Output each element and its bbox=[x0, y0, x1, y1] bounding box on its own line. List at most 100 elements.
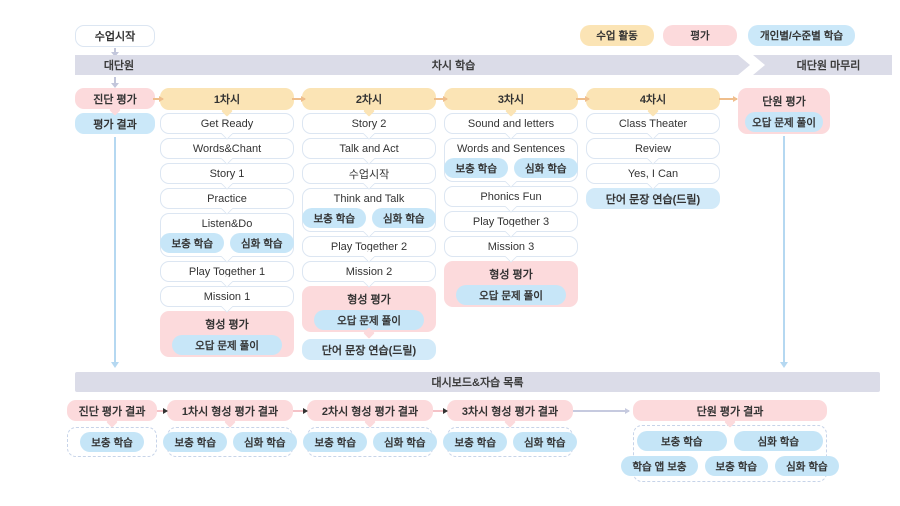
phase-unit-label: 대단원 bbox=[103, 60, 135, 72]
supplement-pill: 보충 학습 bbox=[163, 432, 227, 452]
diagnostic-assessment-node: 진단 평가 bbox=[75, 88, 155, 116]
step-label: 형성 평가 bbox=[347, 294, 391, 306]
session-2-column: Story 2 Talk and Act 수업시작 Think and Talk… bbox=[302, 113, 436, 360]
session-1-result-node: 1차시 형성 평가 결과 bbox=[167, 400, 293, 428]
flow-down-arrow bbox=[780, 136, 788, 368]
formative-assessment-node: 형성 평가 오답 문제 풀이 bbox=[160, 311, 294, 357]
supplement-pill: 보충 학습 bbox=[80, 432, 144, 452]
flow-step: Play Together 3 bbox=[444, 211, 578, 238]
step-label: Mission 3 bbox=[487, 240, 535, 253]
right-arrow-icon bbox=[573, 407, 630, 414]
right-arrow-icon bbox=[292, 95, 306, 102]
right-arrow-icon bbox=[434, 95, 448, 102]
step-label: Get Ready bbox=[200, 117, 254, 130]
session-1-column: Get Ready Words&Chant Story 1 Practice L… bbox=[160, 113, 294, 357]
legend-individual-label: 개인별/수준별 학습 bbox=[759, 30, 844, 42]
right-arrow-icon bbox=[153, 95, 164, 102]
flow-step: 수업시작 bbox=[302, 163, 436, 190]
legend-assessment-label: 평가 bbox=[690, 30, 710, 42]
flow-step: Yes, I Can bbox=[586, 163, 720, 190]
step-label: Mission 1 bbox=[203, 290, 251, 303]
step-label: Phonics Fun bbox=[480, 190, 542, 203]
phase-session-chevron: 차시 학습 bbox=[157, 55, 750, 75]
result-label: 1차시 형성 평가 결과 bbox=[181, 405, 279, 418]
session-3-result-node: 3차시 형성 평가 결과 bbox=[447, 400, 573, 428]
flow-step: Phonics Fun bbox=[444, 186, 578, 213]
flow-step: Mission 2 bbox=[302, 261, 436, 288]
dashboard-bar: 대시보드&자습 목록 bbox=[75, 372, 880, 392]
result-label: 2차시 형성 평가 결과 bbox=[321, 405, 419, 418]
session-4-header-label: 4차시 bbox=[639, 94, 667, 106]
drill-practice-node: 단어 문장 연습(드릴) bbox=[586, 188, 720, 209]
unit-assessment-node: 단원 평가 오답 문제 풀이 bbox=[738, 88, 830, 134]
step-label: 수업시작 bbox=[348, 168, 390, 181]
result-label: 단원 평가 결과 bbox=[696, 405, 764, 418]
step-label: Play Together 1 bbox=[188, 265, 266, 278]
phase-unit-wrapup-label: 대단원 마무리 bbox=[796, 60, 861, 72]
formative-assessment-node: 형성 평가 오답 문제 풀이 bbox=[302, 286, 436, 339]
step-label: Class Theater bbox=[618, 117, 688, 130]
level-pills: 보충 학습 심화 학습 bbox=[160, 233, 294, 253]
enrichment-pill: 심화 학습 bbox=[775, 456, 839, 476]
diagnostic-level-box: 보충 학습 bbox=[67, 427, 157, 457]
step-label: Play Together 3 bbox=[472, 215, 550, 228]
flow-step: Practice bbox=[160, 188, 294, 215]
level-pills: 보충 학습 심화 학습 bbox=[444, 158, 578, 178]
flow-step-with-levels: Words and Sentences 보충 학습 심화 학습 bbox=[444, 138, 578, 188]
legend-activity: 수업 활동 bbox=[580, 25, 654, 46]
class-start-node: 수업시작 bbox=[75, 25, 155, 47]
supplement-pill: 보충 학습 bbox=[444, 158, 508, 178]
phase-session-label: 차시 학습 bbox=[431, 60, 476, 72]
step-label: Words and Sentences bbox=[456, 143, 566, 155]
enrichment-pill: 심화 학습 bbox=[514, 158, 578, 178]
unit-result-node: 단원 평가 결과 bbox=[633, 400, 827, 428]
legend-individual: 개인별/수준별 학습 bbox=[748, 25, 855, 46]
dashboard-bar-label: 대시보드&자습 목록 bbox=[431, 377, 524, 389]
session-3-header: 3차시 bbox=[444, 88, 578, 117]
session-2-level-box: 보충 학습 심화 학습 bbox=[303, 427, 437, 457]
formative-assessment-node: 형성 평가 오답 문제 풀이 bbox=[444, 261, 578, 307]
result-label: 진단 평가 결과 bbox=[78, 405, 146, 418]
supplement-pill: 보충 학습 bbox=[160, 233, 224, 253]
diagnostic-result-node: 진단 평가 결과 bbox=[67, 400, 157, 428]
diagnostic-assessment-label: 진단 평가 bbox=[93, 93, 137, 106]
unit-level-box: 보충 학습 심화 학습 학습 앱 보충 보충 학습 심화 학습 bbox=[621, 425, 839, 482]
session-4-header: 4차시 bbox=[586, 88, 720, 117]
session-4-column: Class Theater Review Yes, I Can 단어 문장 연습… bbox=[586, 113, 720, 209]
connector-line bbox=[293, 407, 308, 414]
phase-unit-wrapup-chevron: 대단원 마무리 bbox=[753, 55, 892, 75]
step-label: Play Together 2 bbox=[330, 240, 408, 253]
step-label: Practice bbox=[207, 192, 247, 205]
step-label: Listen&Do bbox=[201, 218, 253, 230]
supplement-pill: 보충 학습 bbox=[636, 431, 727, 451]
result-label: 3차시 형성 평가 결과 bbox=[461, 405, 559, 418]
class-start-label: 수업시작 bbox=[94, 31, 136, 43]
supplement-pill: 보충 학습 bbox=[704, 456, 769, 476]
flow-step: Words&Chant bbox=[160, 138, 294, 165]
down-arrow-icon bbox=[111, 48, 119, 57]
legend-activity-label: 수업 활동 bbox=[596, 30, 638, 42]
step-label: 단어 문장 연습(드릴) bbox=[605, 193, 701, 206]
session-2-result-node: 2차시 형성 평가 결과 bbox=[307, 400, 433, 428]
flow-step: Class Theater bbox=[586, 113, 720, 140]
enrichment-pill: 심화 학습 bbox=[233, 432, 297, 452]
enrichment-pill: 심화 학습 bbox=[733, 431, 824, 451]
step-label: Story 2 bbox=[351, 117, 387, 130]
step-label: Talk and Act bbox=[339, 142, 399, 155]
flow-step: Story 2 bbox=[302, 113, 436, 140]
drill-practice-node: 단어 문장 연습(드릴) bbox=[302, 339, 436, 360]
flow-step: Sound and letters bbox=[444, 113, 578, 140]
step-label: Sound and letters bbox=[467, 117, 555, 130]
supplement-pill: 보충 학습 bbox=[303, 432, 367, 452]
connector-line bbox=[157, 407, 168, 414]
unit-assessment-label: 단원 평가 bbox=[762, 96, 806, 108]
phase-unit-chevron: 대단원 bbox=[75, 55, 173, 75]
step-label: Mission 2 bbox=[345, 265, 393, 278]
session-2-header: 2차시 bbox=[302, 88, 436, 117]
retry-pill: 오답 문제 풀이 bbox=[456, 285, 566, 305]
flow-step: Mission 3 bbox=[444, 236, 578, 263]
retry-pill: 오답 문제 풀이 bbox=[314, 310, 424, 330]
session-1-header-label: 1차시 bbox=[213, 94, 241, 106]
flow-step: Story 1 bbox=[160, 163, 294, 190]
